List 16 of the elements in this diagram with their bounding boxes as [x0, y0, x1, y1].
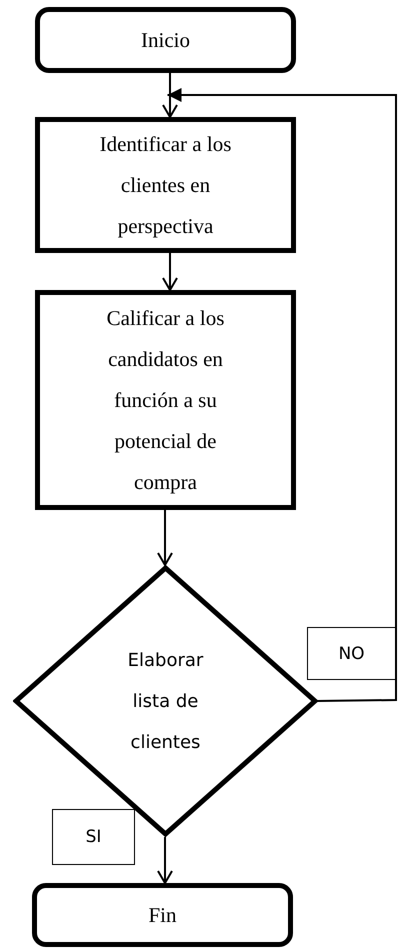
- process-box: [35, 290, 296, 510]
- node-text: Elaborar lista de clientes: [126, 648, 204, 754]
- terminal-box: [35, 7, 296, 73]
- arrow: [162, 253, 178, 291]
- arrow: [168, 88, 397, 702]
- arrow: [162, 73, 178, 118]
- edge-label: SI: [52, 809, 135, 865]
- node-text: Identificar a los clientes en perspectiva: [98, 130, 232, 240]
- arrow: [157, 510, 173, 566]
- node-text: Calificar a los candidatos en función a su potencial de compra: [106, 304, 226, 496]
- edge-label: NO: [307, 627, 396, 680]
- process-box: [35, 117, 296, 253]
- terminal-box: [32, 883, 293, 947]
- node-text: Inicio: [141, 27, 190, 54]
- node-text: Fin: [148, 902, 176, 929]
- arrow: [157, 837, 173, 884]
